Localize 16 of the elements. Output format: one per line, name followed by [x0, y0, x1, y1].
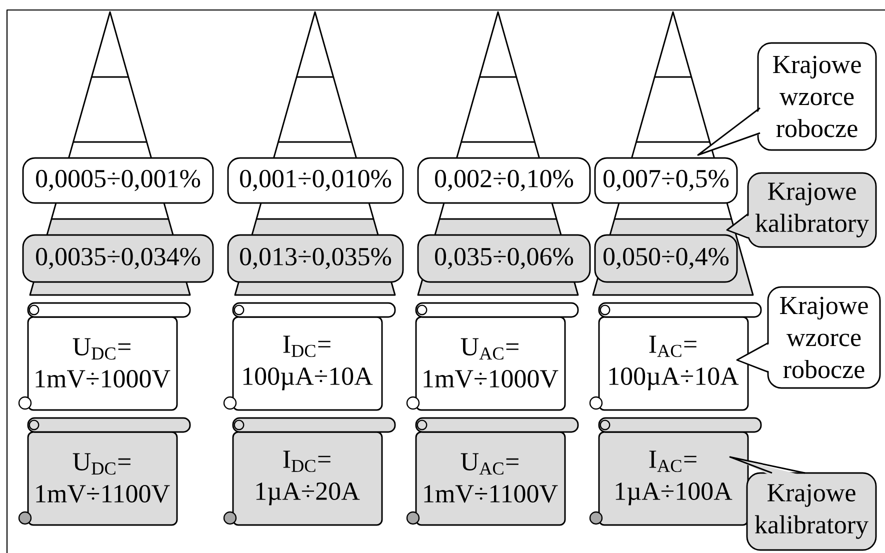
scroll: I$_{DC}$= 1µA÷20A [223, 417, 396, 526]
tolerance-box: 0,050÷0,4% [594, 234, 738, 283]
scroll: U$_{DC}$= 1mV÷1100V [18, 417, 191, 526]
tolerance-box: 0,0005÷0,001% [22, 157, 214, 204]
tolerance-box: 0,035÷0,06% [417, 234, 591, 283]
tolerance-box: 0,007÷0,5% [594, 157, 738, 204]
scroll: I$_{DC}$= 100µA÷10A [223, 302, 396, 411]
tolerance-box: 0,001÷0,010% [227, 157, 404, 204]
scroll: U$_{AC}$= 1mV÷1000V [406, 302, 579, 411]
callout: Krajowe wzorce robocze [697, 42, 877, 156]
scroll: U$_{DC}$= 1mV÷1000V [18, 302, 191, 411]
scroll: U$_{AC}$= 1mV÷1100V [406, 417, 579, 526]
tolerance-box: 0,002÷0,10% [417, 157, 591, 204]
tolerance-box: 0,0035÷0,034% [22, 234, 214, 283]
tolerance-box: 0,013÷0,035% [227, 234, 404, 283]
scroll: I$_{AC}$= 100µA÷10A [589, 302, 762, 411]
